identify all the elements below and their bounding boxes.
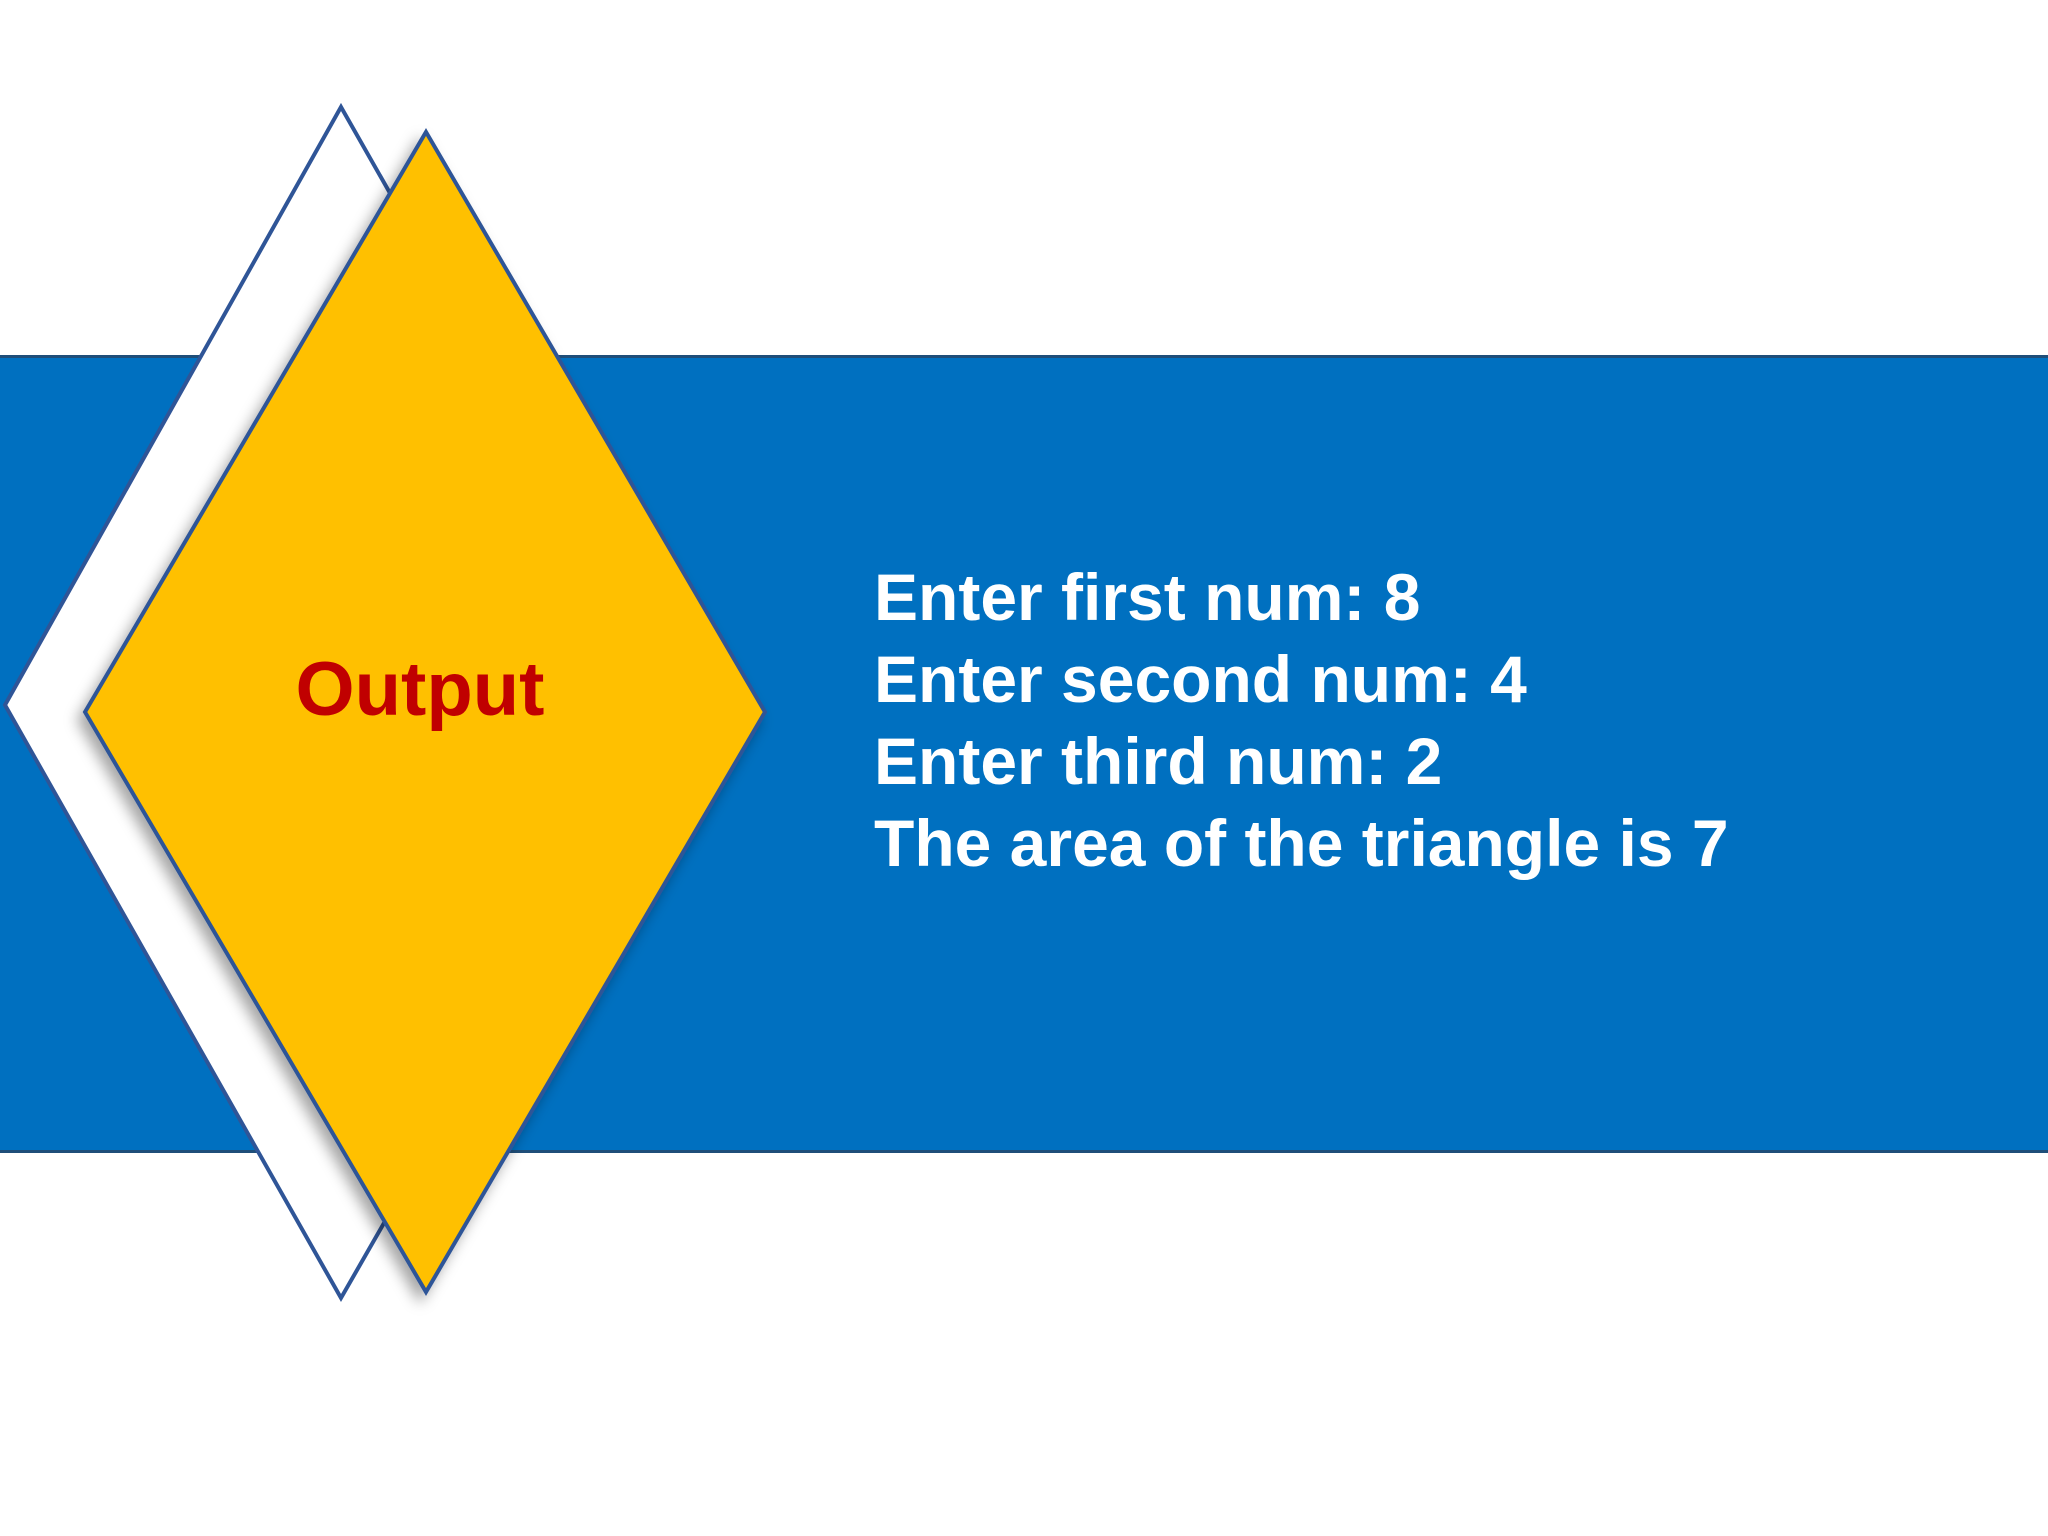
output-line-third: Enter third num: 2: [874, 724, 1443, 798]
program-output: Enter first num: 8 Enter second num: 4 E…: [874, 556, 1994, 884]
output-line-result: The area of the triangle is 7: [874, 806, 1729, 880]
output-line-first: Enter first num: 8: [874, 560, 1421, 634]
slide-heading: Output: [295, 647, 545, 732]
front-diamond: [82, 128, 768, 1296]
output-line-second: Enter second num: 4: [874, 642, 1527, 716]
